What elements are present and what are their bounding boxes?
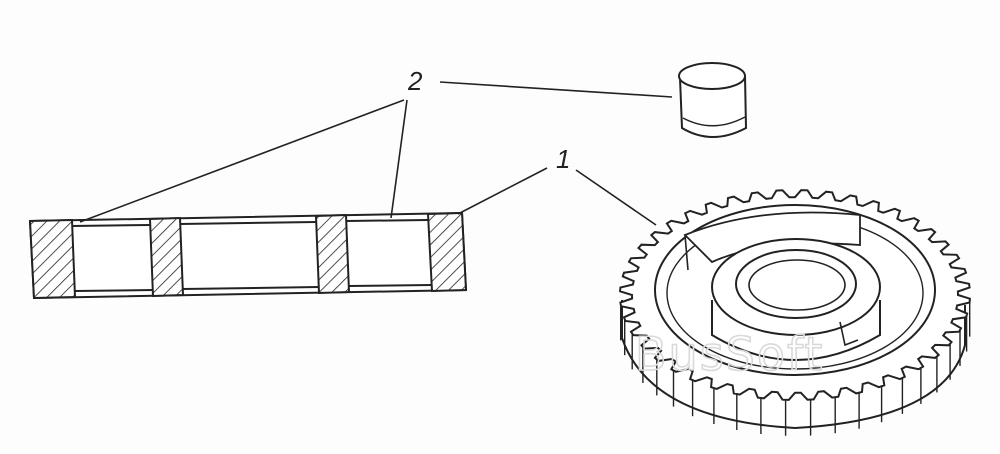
callout-label-2: 2 bbox=[407, 66, 423, 96]
callout-label-1: 1 bbox=[556, 144, 570, 174]
leader-lines bbox=[79, 81, 673, 226]
hatch-section-1 bbox=[28, 218, 77, 300]
gear-part bbox=[619, 189, 971, 436]
hatch-section-3 bbox=[314, 213, 351, 295]
ring-cross-section bbox=[28, 211, 468, 300]
hatch-section-2 bbox=[148, 216, 185, 298]
pin-part bbox=[678, 62, 748, 138]
watermark-text: BusSoft bbox=[635, 327, 824, 381]
hatch-section-4 bbox=[426, 211, 468, 293]
